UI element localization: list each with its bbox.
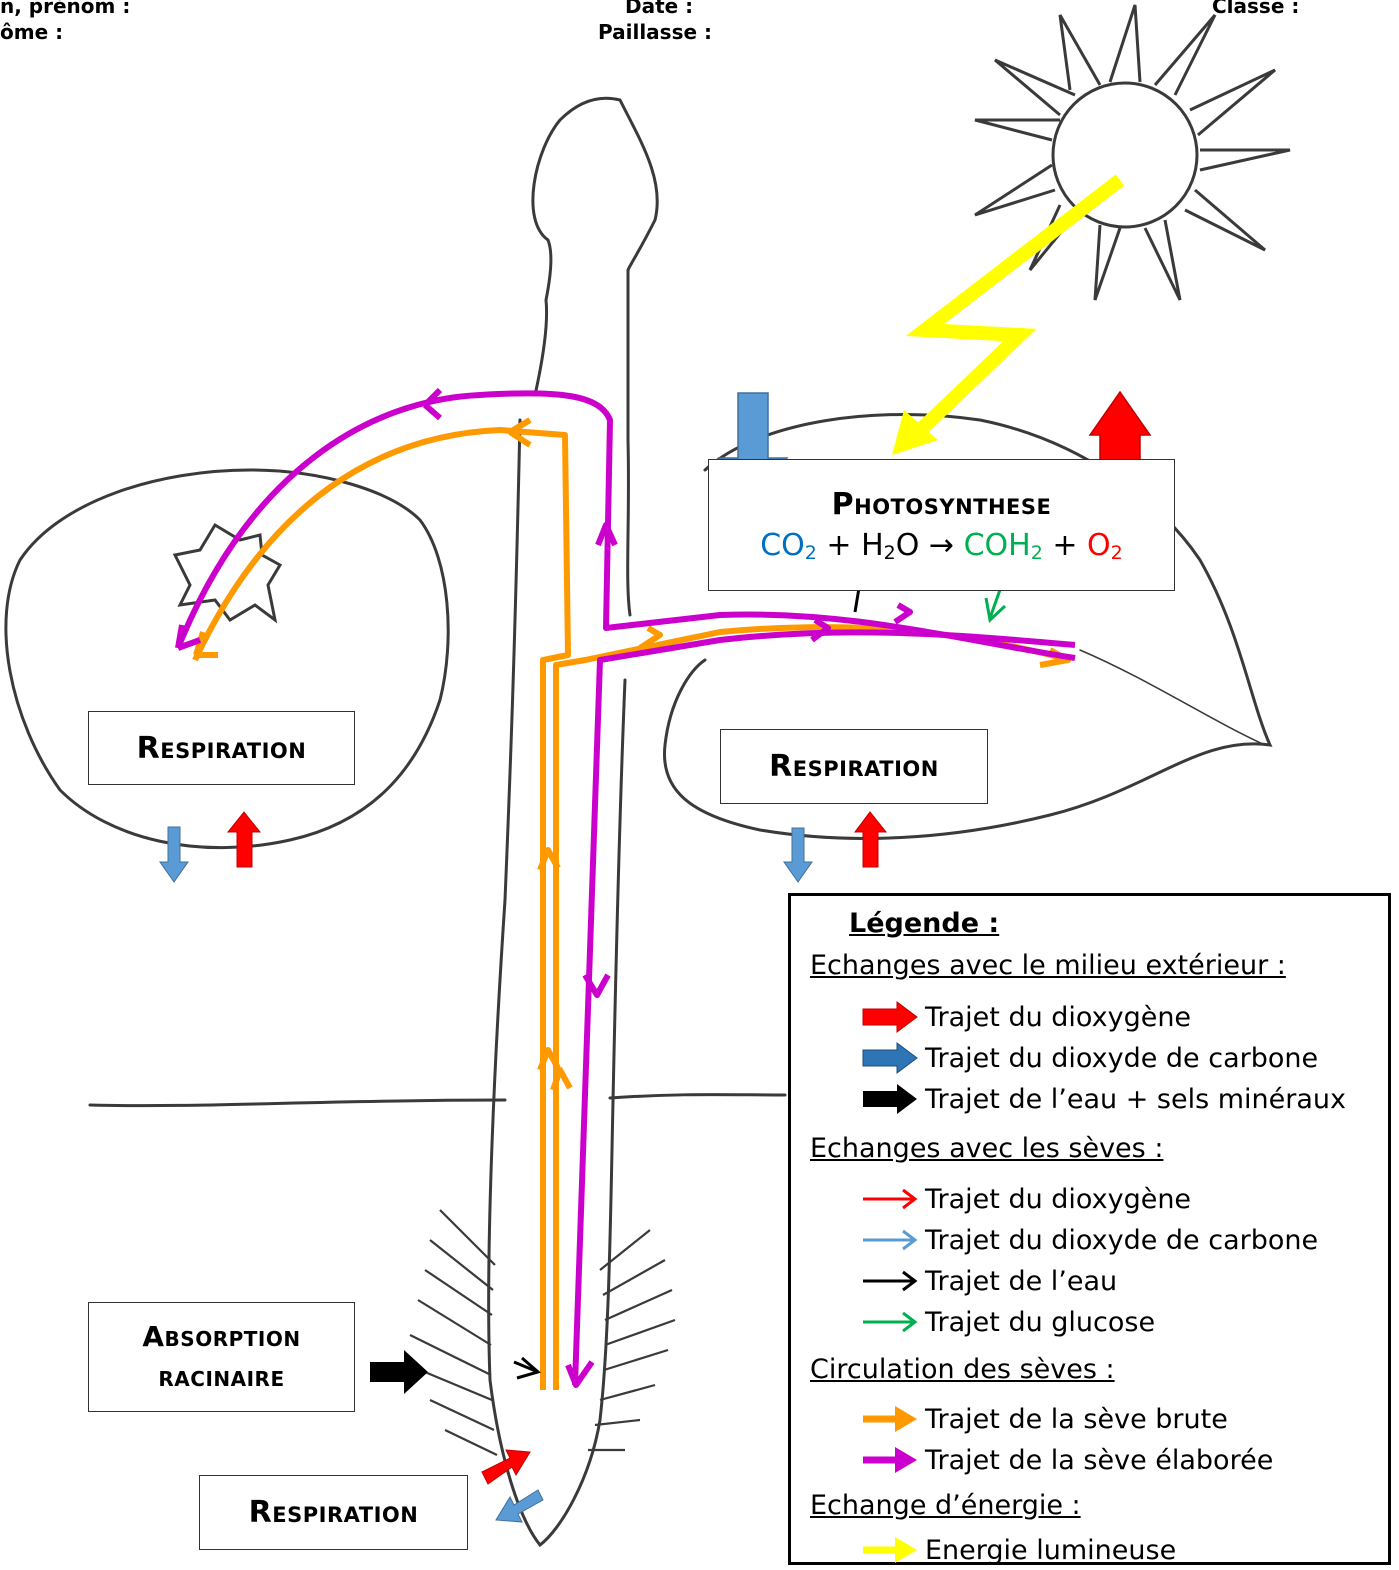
- eq-co2: CO: [760, 528, 805, 563]
- legend-title: Légende :: [849, 908, 999, 939]
- leaf-vein: [1080, 650, 1265, 745]
- legend-item-co2-external: Trajet du dioxyde de carbone: [861, 1038, 1318, 1078]
- paillasse-label: Paillasse :: [598, 20, 712, 44]
- arrow-purple-icon: [861, 1444, 921, 1476]
- date-label: Date :: [625, 0, 693, 18]
- respiration-leaf-box: Respiration: [720, 729, 988, 804]
- legend-box: Légende : Echanges avec le milieu extéri…: [788, 893, 1391, 1565]
- arrow-orange-icon: [861, 1403, 921, 1435]
- absorption-line1: Absorption: [142, 1317, 300, 1357]
- eq-o2: O: [1087, 528, 1111, 563]
- legend-label: Trajet du dioxyde de carbone: [925, 1225, 1318, 1256]
- legend-label: Energie lumineuse: [925, 1535, 1176, 1566]
- fruit-outline: [6, 470, 448, 848]
- ground-line-right: [610, 1095, 785, 1098]
- thin-arrow-blue-icon: [861, 1224, 921, 1256]
- legend-item-o2-sap: Trajet du dioxygène: [861, 1179, 1191, 1219]
- legend-heading-external: Echanges avec le milieu extérieur :: [810, 950, 1286, 981]
- respiration-root-box: Respiration: [199, 1475, 468, 1550]
- photosynthesis-title: Photosynthese: [832, 487, 1052, 522]
- thin-arrow-red-icon: [861, 1183, 921, 1215]
- thin-arrow-black-icon: [861, 1265, 921, 1297]
- fruit-o2-arrow: [228, 812, 260, 867]
- eq-coh: COH: [964, 528, 1031, 563]
- legend-label: Trajet de l’eau: [925, 1266, 1117, 1297]
- legend-label: Trajet du glucose: [925, 1307, 1155, 1338]
- respiration-fruit-label: Respiration: [137, 731, 307, 766]
- legend-item-light: Energie lumineuse: [861, 1530, 1176, 1570]
- classe-label: Classe :: [1212, 0, 1299, 18]
- photosynthesis-equation: CO2 + H2O → COH2 + O2: [760, 528, 1123, 564]
- eq-coh-sub: 2: [1031, 542, 1043, 564]
- absorption-arrow: [370, 1350, 428, 1394]
- stem-outline-left: [533, 98, 657, 615]
- photosynthesis-box: Photosynthese CO2 + H2O → COH2 + O2: [708, 459, 1175, 591]
- block-arrow-blue-icon: [861, 1042, 921, 1074]
- legend-label: Trajet du dioxygène: [925, 1002, 1191, 1033]
- legend-heading-saps-exchange: Echanges avec les sèves :: [810, 1133, 1163, 1164]
- root-o2-arrow: [482, 1450, 530, 1484]
- thin-arrow-green-icon: [861, 1306, 921, 1338]
- legend-item-raw-sap: Trajet de la sève brute: [861, 1399, 1228, 1439]
- fruit-co2-arrow: [160, 827, 188, 882]
- block-arrow-red-icon: [861, 1001, 921, 1033]
- eq-co2-sub: 2: [805, 542, 817, 564]
- legend-item-glucose-sap: Trajet du glucose: [861, 1302, 1155, 1342]
- legend-label: Trajet de la sève brute: [925, 1404, 1228, 1435]
- absorption-box: Absorption racinaire: [88, 1302, 355, 1412]
- root-co2-arrow: [496, 1490, 543, 1522]
- name-label: n, prénom :: [0, 0, 130, 18]
- block-arrow-black-icon: [861, 1083, 921, 1115]
- respiration-fruit-box: Respiration: [88, 711, 355, 785]
- legend-item-o2-external: Trajet du dioxygène: [861, 997, 1191, 1037]
- legend-heading-circulation: Circulation des sèves :: [810, 1354, 1115, 1385]
- eq-h: + H: [817, 528, 884, 563]
- legend-item-water-external: Trajet de l’eau + sels minéraux: [861, 1079, 1346, 1119]
- ground-line-left: [90, 1100, 505, 1106]
- arrow-yellow-icon: [861, 1534, 921, 1566]
- eq-o2-sub: 2: [1111, 542, 1123, 564]
- respiration-leaf-label: Respiration: [769, 749, 939, 784]
- eq-h-sub: 2: [884, 542, 896, 564]
- legend-label: Trajet de la sève élaborée: [925, 1445, 1273, 1476]
- legend-item-elaborated-sap: Trajet de la sève élaborée: [861, 1440, 1273, 1480]
- light-energy-bolt: [910, 180, 1120, 440]
- eq-plus: +: [1043, 528, 1087, 563]
- absorption-line2: racinaire: [158, 1357, 284, 1397]
- eq-o-arrow: O →: [896, 528, 964, 563]
- legend-label: Trajet de l’eau + sels minéraux: [925, 1084, 1346, 1115]
- legend-label: Trajet du dioxyde de carbone: [925, 1043, 1318, 1074]
- fruit-calyx: [175, 525, 280, 620]
- legend-label: Trajet du dioxygène: [925, 1184, 1191, 1215]
- respiration-root-label: Respiration: [249, 1495, 419, 1530]
- legend-heading-energy: Echange d’énergie :: [810, 1490, 1081, 1521]
- legend-item-co2-sap: Trajet du dioxyde de carbone: [861, 1220, 1318, 1260]
- root-water-arrow: [514, 1358, 538, 1378]
- binome-label: ôme :: [0, 20, 63, 44]
- legend-item-water-sap: Trajet de l’eau: [861, 1261, 1117, 1301]
